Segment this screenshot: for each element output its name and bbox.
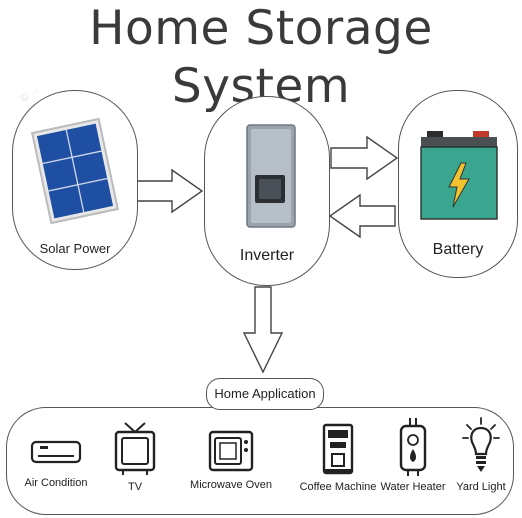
solar-power-node: Solar Power [12,90,138,270]
appliance-yard-light: Yard Light [453,416,509,493]
arrow-inverter-to-battery [330,135,399,181]
microwave-icon [208,430,254,472]
arrow-battery-to-inverter [328,193,396,239]
appliance-label: TV [127,481,143,493]
arrow-solar-to-inverter [135,168,204,214]
appliance-label: Yard Light [456,481,506,493]
appliance-air-condition: Air Condition [19,434,93,489]
appliance-label: Coffee Machine [299,481,377,493]
solar-panel-icon [30,117,120,225]
lightning-bolt-icon [448,162,470,208]
solar-power-label: Solar Power [39,241,111,256]
appliance-label: Air Condition [24,477,88,489]
appliance-tv: TV [105,422,165,493]
appliance-label: Microwave Oven [190,479,272,491]
water-heater-icon [399,418,427,476]
page-title: Home Storage System [89,1,433,114]
inverter-icon [246,124,296,228]
home-application-container: Air Condition TV Microwave Oven [6,407,514,515]
appliance-label: Water Heater [380,481,446,493]
arrow-inverter-to-home [242,286,284,374]
air-conditioner-icon [30,440,82,464]
appliance-microwave-oven: Microwave Oven [185,428,277,491]
home-application-label: Home Application [206,378,324,410]
appliance-coffee-machine: Coffee Machine [289,422,387,493]
inverter-node: Inverter [204,96,330,286]
light-bulb-icon [462,417,500,472]
coffee-machine-icon [322,423,354,475]
battery-node: Battery [398,90,518,278]
battery-label: Battery [432,241,484,258]
inverter-label: Inverter [239,247,295,264]
appliance-water-heater: Water Heater [379,418,447,493]
battery-icon [420,131,498,220]
tv-icon [114,422,156,475]
battery-body [420,146,498,220]
